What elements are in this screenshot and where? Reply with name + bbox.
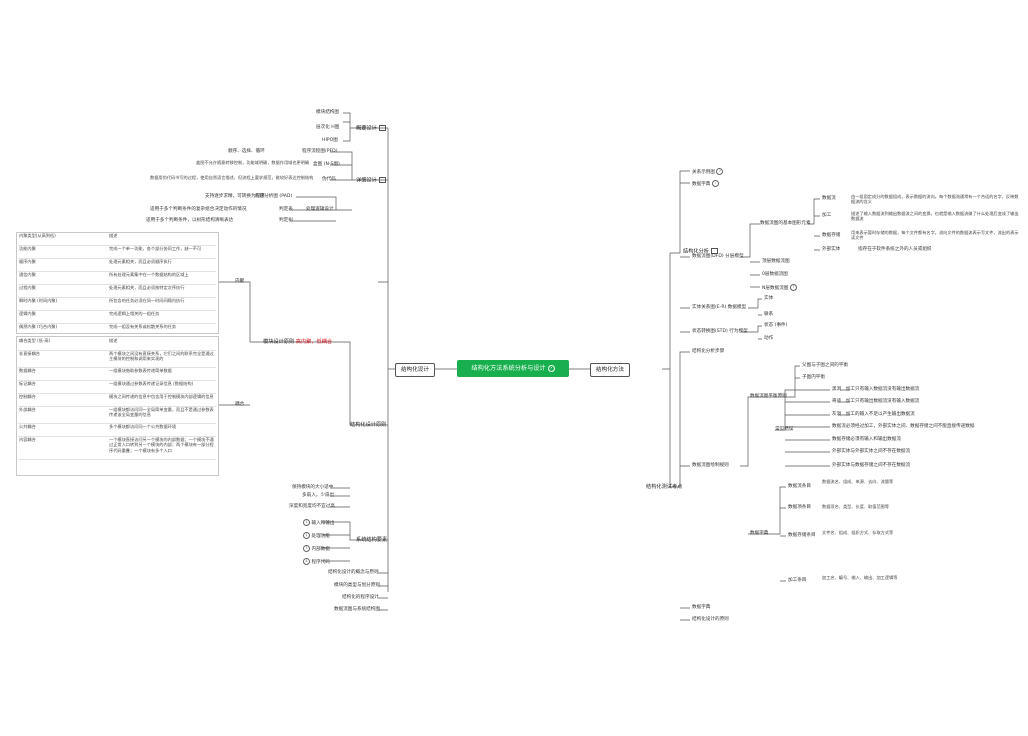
node-left-other[interactable]: 数据流图与系统结构图 <box>334 607 380 612</box>
node-detail-desc: 顺序、选择、循环 <box>228 149 265 154</box>
node-analysis-item[interactable]: 关系示例图 ? <box>692 168 724 176</box>
node-data-dict[interactable]: 数据字典 <box>750 531 769 536</box>
node-dfd-level[interactable]: N层数据流图 ? <box>762 284 797 292</box>
root-topic[interactable]: 结构化方法系统分析与设计 ↗ <box>457 360 569 377</box>
node-dfd[interactable]: 数据流图(DFD) 分层模型 <box>692 254 744 259</box>
node-module-extra[interactable]: 深度和宽度均不宜过高 <box>289 504 335 509</box>
node-detail-design[interactable]: 详细设计 <box>356 177 386 184</box>
link-icon: ↗ <box>547 364 555 372</box>
number-icon: 4 <box>303 558 310 565</box>
node-test-last[interactable]: 数据字典 <box>692 605 711 610</box>
node-error-item[interactable]: 数据存储必须有输入和输出数据流 <box>832 437 901 442</box>
node-test-last[interactable]: 结构化设计的原则 <box>692 617 729 622</box>
node-cohesion[interactable]: 内聚 <box>235 279 245 284</box>
node-system-item[interactable]: 2 处理功能 <box>303 532 330 540</box>
node-left-other[interactable]: 结构化设计的概念与原则 <box>328 570 379 575</box>
number-icon: 1 <box>303 519 310 526</box>
node-module-extra[interactable]: 多扇入，少扇出 <box>302 493 335 498</box>
node-logic-desc: 适用于多个判断条件的复杂组合决定动作的情况 <box>150 207 247 212</box>
node-detail-desc: 数据用伪代码书写的过程，使用自然语言描述，但流程上要求规范，能较好表达控制结构 <box>150 175 314 180</box>
node-dfd-element[interactable]: 数据流 <box>822 196 836 201</box>
node-structured-analysis[interactable]: 结构化分析 <box>683 248 718 255</box>
node-dfd-element[interactable]: 数据存储 <box>822 233 841 238</box>
node-analysis-steps[interactable]: 结构化分析步骤 <box>692 349 725 354</box>
node-outline-item[interactable]: 层次化 H图 <box>316 125 340 130</box>
node-detail-item[interactable]: 程序流程图(PFD) <box>302 149 338 154</box>
node-error-item[interactable]: 外部实体与数据存储之间不存在数据流 <box>832 463 911 468</box>
node-dict-desc: 文件名、组成、组织方式、存取方式等 <box>822 530 894 535</box>
node-left-other[interactable]: 结构化的程序设计 <box>342 595 379 600</box>
node-er[interactable]: 实体关系图(E-R) 数据模型 <box>692 305 747 310</box>
node-dict-item[interactable]: 数据项条目 <box>788 505 811 510</box>
node-errors[interactable]: 常见错误 <box>775 427 794 432</box>
node-balance-item[interactable]: 子图内平衡 <box>802 375 825 380</box>
node-detail-item[interactable]: 伪代码 <box>322 177 336 182</box>
node-dfd-level[interactable]: 0层数据流图 <box>762 272 788 277</box>
node-dfd-element-desc: 由一组固定成分的数据组成，表示数据的流向。每个数据流通常有一个合适的名字，反映数… <box>851 194 1019 205</box>
node-dict-desc: 数据项名、类型、长度、取值范围等 <box>822 504 890 509</box>
node-dfd-element[interactable]: 外部实体 <box>822 247 841 252</box>
node-system-item[interactable]: 1 输入和输出 <box>303 519 334 527</box>
node-std[interactable]: 状态转换图(STD) 行为模型 <box>692 329 748 334</box>
node-dict-item[interactable]: 加工条目 <box>788 578 807 583</box>
node-dfd-element[interactable]: 加工 <box>822 213 832 218</box>
node-error-item[interactable]: 灰洞 加工的输入不足以产生输出数据流 <box>832 412 915 417</box>
node-dict-desc: 加工名、编号、输入、输出、加工逻辑等 <box>822 575 898 580</box>
node-dfd-level[interactable]: 顶层数据流图 <box>762 259 790 264</box>
node-dfd-element-desc: 描述了输入数据流到输出数据流之间的变换，也就是输入数据流做了什么处理后变成了输出… <box>851 211 1019 222</box>
node-logic-item[interactable]: 问题分析图 (PAD) <box>255 194 293 199</box>
node-er-item[interactable]: 联系 <box>764 312 774 317</box>
node-outline-design[interactable]: 概要设计 <box>356 125 386 132</box>
node-dict-desc: 数据流名、组成、来源、去向、流量等 <box>822 479 894 484</box>
node-dfd-elements[interactable]: 数据流图的基本图形元素 <box>760 221 811 226</box>
node-system-item[interactable]: 3 内部数据 <box>303 545 330 553</box>
note-icon <box>710 248 718 254</box>
node-logic-design[interactable]: 处理逻辑设计 <box>306 207 334 212</box>
principle-link[interactable]: 高内聚，低耦合 <box>295 339 333 345</box>
node-dfd-element-desc: 指存在于软件系统之外的人员或组织 <box>858 247 932 252</box>
node-balance-item[interactable]: 父图与子图之间的平衡 <box>802 363 848 368</box>
node-error-item[interactable]: 外部实体与外部实体之间不存在数据流 <box>832 449 911 454</box>
node-er-item[interactable]: 实体 <box>764 296 774 301</box>
note-icon <box>378 125 386 131</box>
node-outline-item[interactable]: 模块结构图 <box>316 110 339 115</box>
branch-structured-design[interactable]: 结构化设计 <box>395 363 435 377</box>
node-logic-item[interactable]: 判定树 <box>279 218 293 223</box>
node-error-item[interactable]: 数据流必须经过加工，外部实体之间、数据存储之间不能直接传递数据 <box>832 424 975 429</box>
number-icon: 3 <box>303 545 310 552</box>
node-detail-desc: 盒图不允许随意转移控制，功能域明确，数据作用域也更明确 <box>196 160 310 165</box>
info-icon: i <box>711 180 719 187</box>
coupling-table-content: 耦合类型 (低-高)描述 非直接耦合两个模块之间没有直接关系，它们之间的联系完全… <box>18 338 216 460</box>
node-std-item[interactable]: 动作 <box>764 336 774 341</box>
node-outline-item[interactable]: HIPO图 <box>322 138 338 143</box>
node-structure-design-principles[interactable]: 结构化设计原则 <box>350 422 387 428</box>
info-icon: ? <box>789 284 797 291</box>
node-test-points[interactable]: 结构化测试考点 <box>646 484 683 490</box>
node-logic-item[interactable]: 判定表 <box>279 207 293 212</box>
node-dict-item[interactable]: 数据存储条目 <box>788 533 816 538</box>
node-logic-desc: 支持逐步求精，可转换为程序 <box>205 194 265 199</box>
note-icon <box>378 177 386 183</box>
node-module-extra[interactable]: 保持模块的大小适中 <box>292 485 334 490</box>
node-error-item[interactable]: 奇迹 加工只有输出数据流没有输入数据流 <box>832 399 920 404</box>
info-icon: ? <box>716 168 724 175</box>
node-dfd-element-desc: 用来表示暂时存储的数据，每个文件都有名字。流向文件的数据流表示写文件，流出的表示… <box>851 230 1019 241</box>
node-system-elements[interactable]: 系统结构要素 <box>356 537 388 543</box>
node-coupling[interactable]: 耦合 <box>235 402 245 407</box>
node-error-item[interactable]: 黑洞 加工只有输入数据流没有输出数据流 <box>832 387 920 392</box>
cohesion-table-content: 内聚类型(从高到低)描述 功能内聚完成一个单一功能，各个部分协同工作，缺一不可 … <box>18 233 216 337</box>
node-logic-desc: 适用于多个判断条件，以树形结构清晰表达 <box>146 218 234 223</box>
number-icon: 2 <box>303 532 310 539</box>
node-system-item[interactable]: 4 程序代码 <box>303 558 330 566</box>
node-left-other[interactable]: 模块的类型与划分原则 <box>334 583 380 588</box>
node-std-item[interactable]: 状态 (事件) <box>764 323 788 328</box>
node-balance[interactable]: 数据流图平衡原则 <box>750 394 787 399</box>
node-module-design[interactable]: 模块设计原则 高内聚，低耦合 <box>263 339 333 345</box>
node-dfd-rules[interactable]: 数据流图绘制规则 <box>692 463 729 468</box>
node-detail-item[interactable]: 盒图 (N-S图) <box>313 162 340 167</box>
node-analysis-item[interactable]: 数据字典 i <box>692 180 719 188</box>
node-dict-item[interactable]: 数据流条目 <box>788 484 811 489</box>
branch-structured-method[interactable]: 结构化方法 <box>590 363 630 377</box>
